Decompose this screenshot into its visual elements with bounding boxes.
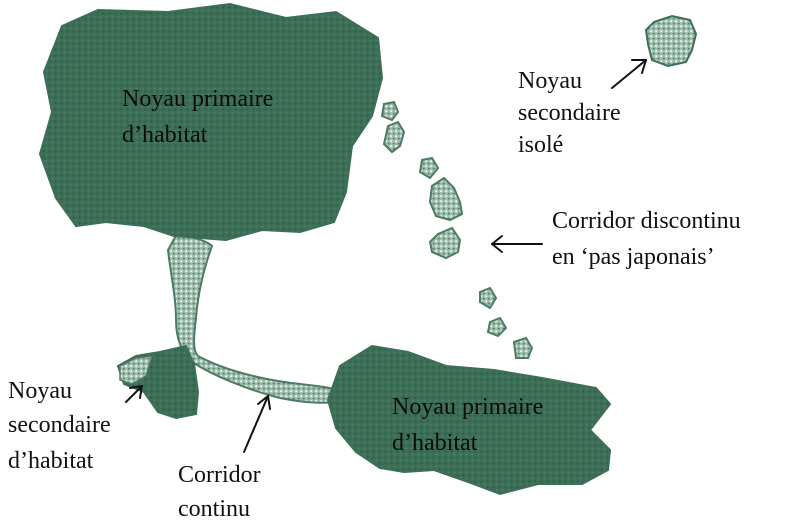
- stepping-stone: [382, 102, 398, 120]
- secondary-core-label-line3: d’habitat: [8, 446, 93, 476]
- stepping-corridor-label-line2: en ‘pas japonais’: [552, 242, 715, 272]
- stepping-stone: [488, 318, 506, 336]
- primary-core-bottom-label-line1: Noyau primaire: [392, 392, 543, 422]
- stepping-stone: [430, 178, 462, 220]
- arrow-stepping-stones: [492, 236, 542, 252]
- secondary-core-label-line1: Noyau: [8, 376, 72, 406]
- primary-core-top-label-line2: d’habitat: [122, 120, 207, 150]
- isolated-core-label-line1: Noyau: [518, 66, 582, 96]
- stepping-stone: [384, 122, 404, 152]
- stepping-stone: [514, 338, 532, 358]
- continuous-corridor-label-line2: continu: [178, 494, 250, 524]
- isolated-secondary-core: [646, 16, 696, 66]
- arrow-continuous-corridor: [244, 396, 270, 452]
- isolated-core-label-line3: isolé: [518, 130, 563, 160]
- primary-core-bottom-label-line2: d’habitat: [392, 428, 477, 458]
- secondary-core-label-line2: secondaire: [8, 410, 111, 440]
- stepping-corridor-label-line1: Corridor discontinu: [552, 206, 741, 236]
- stepping-stone: [430, 228, 460, 258]
- primary-habitat-core-top: [40, 4, 382, 240]
- continuous-corridor-label-line1: Corridor: [178, 460, 261, 490]
- stepping-stone: [420, 158, 438, 178]
- primary-core-top-label-line1: Noyau primaire: [122, 84, 273, 114]
- stepping-stone-corridor: [382, 102, 532, 358]
- isolated-core-label-line2: secondaire: [518, 98, 621, 128]
- stepping-stone: [480, 288, 496, 308]
- arrow-isolated-core: [612, 60, 646, 88]
